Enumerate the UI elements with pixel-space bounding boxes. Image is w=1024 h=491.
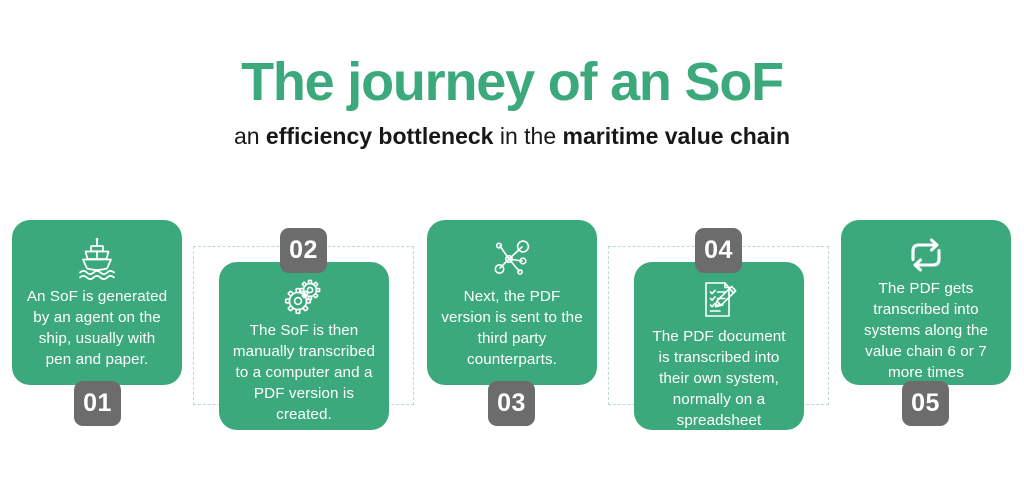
document-pencil-icon [696,278,742,322]
repeat-loop-icon [903,236,949,274]
step-card-05[interactable]: The PDF gets transcribed into systems al… [841,220,1011,385]
step-text-03: Next, the PDF version is sent to the thi… [441,288,583,368]
step-badge-04: 04 [695,228,742,273]
subtitle-part-3: in the [493,123,563,149]
gears-icon [281,278,327,316]
step-card-02[interactable]: The SoF is then manually transcribed to … [219,262,389,430]
step-badge-01: 01 [74,381,121,426]
page-subtitle: an efficiency bottleneck in the maritime… [0,121,1024,151]
step-badge-05: 05 [902,381,949,426]
network-share-icon [489,236,535,282]
ship-icon [74,236,120,282]
step-text-02: The SoF is then manually transcribed to … [232,322,376,423]
step-badge-03: 03 [488,381,535,426]
step-text-01: An SoF is generated by an agent on the s… [26,288,168,368]
step-text-04: The PDF document is transcribed into the… [652,328,786,429]
page-title: The journey of an SoF [241,52,784,112]
step-text-05: The PDF gets transcribed into systems al… [863,280,989,381]
subtitle-part-2: efficiency bottleneck [265,123,494,149]
step-card-01[interactable]: An SoF is generated by an agent on the s… [12,220,182,385]
step-card-04[interactable]: The PDF document is transcribed into the… [634,262,804,430]
step-badge-02: 02 [280,228,327,273]
step-card-03[interactable]: Next, the PDF version is sent to the thi… [427,220,597,385]
subtitle-part-4: maritime value chain [562,123,791,149]
subtitle-part-1: an [233,123,266,149]
